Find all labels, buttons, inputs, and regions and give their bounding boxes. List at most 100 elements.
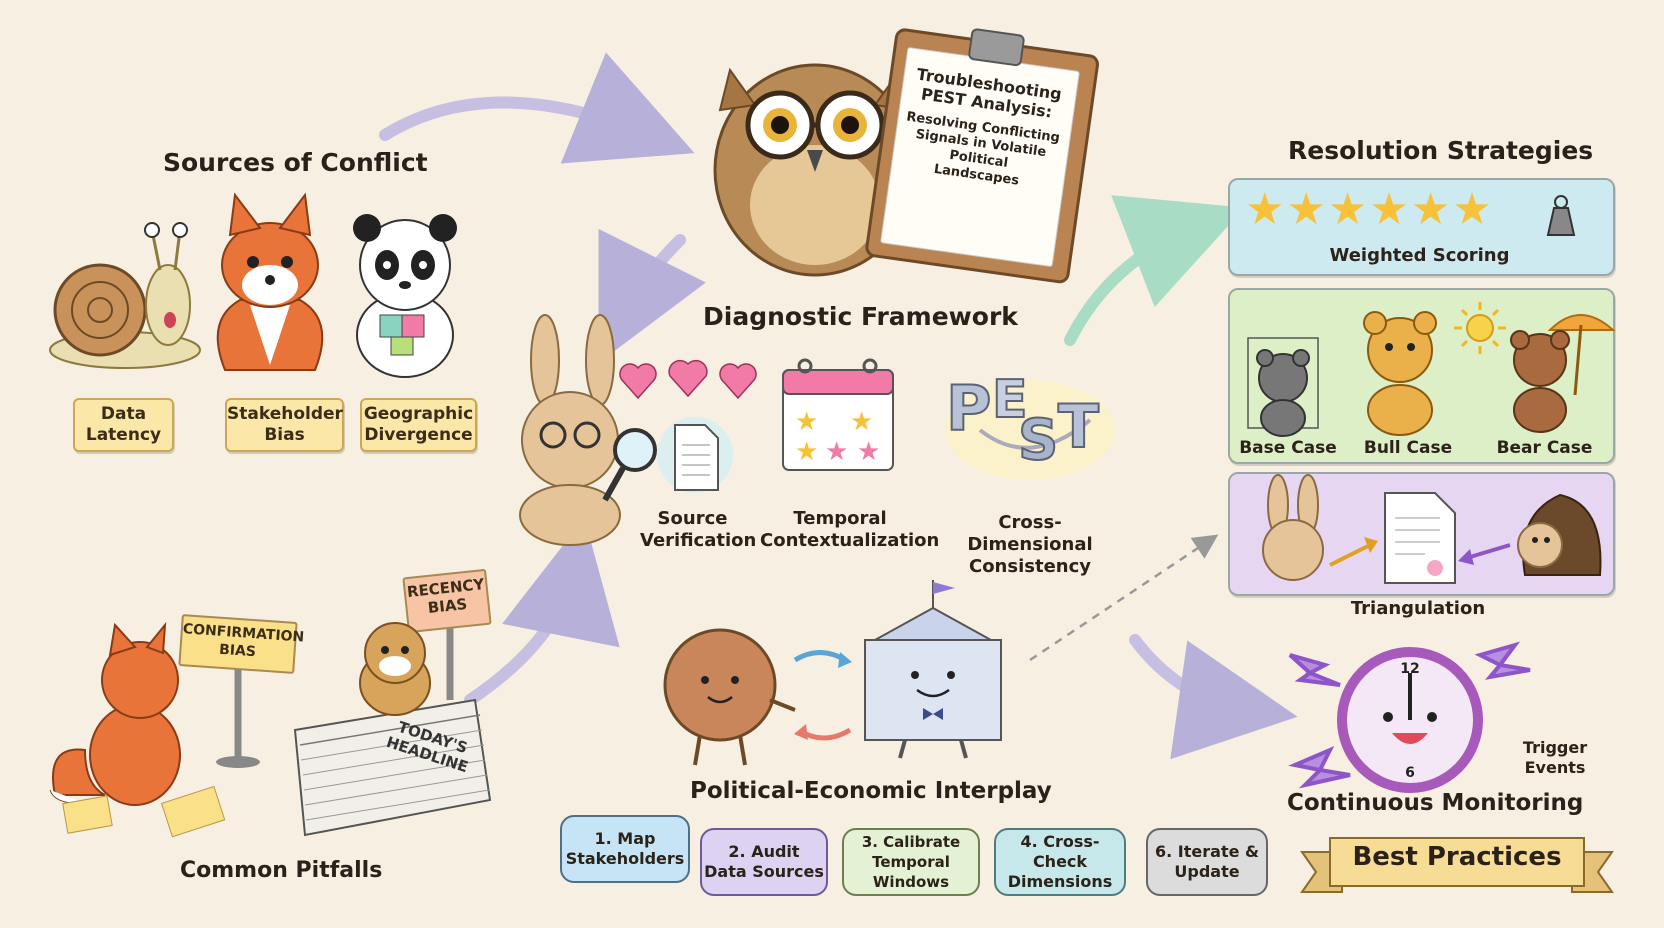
step-2-line1: 2. Audit	[728, 842, 800, 861]
pest-letters-graphic: P E S T	[940, 369, 1120, 480]
resolution-heading: Resolution Strategies	[1288, 136, 1594, 165]
step-iterate-update: 6. Iterate & Update	[1146, 828, 1268, 896]
arrow-owl-to-diagnostic	[598, 228, 706, 363]
step-3-line2: Temporal Windows	[872, 853, 950, 891]
exchange-arrows-icon	[793, 650, 852, 741]
step-3-line1: 3. Calibrate	[861, 833, 961, 851]
document-icon	[657, 417, 733, 493]
arrow-pitfalls-to-diagnostic	[464, 517, 620, 706]
star-icon: ★	[1327, 184, 1370, 235]
label-cross-dimensional-consistency: Cross-Dimensional Consistency	[940, 512, 1120, 578]
snail-illustration	[49, 222, 201, 369]
clock-label-6: 6	[1405, 765, 1415, 781]
temporal-contextualization-line2: Contextualization	[760, 530, 940, 551]
tag-geographic-divergence-line1: Geographic	[363, 404, 474, 424]
arrow-to-resolution	[1064, 195, 1245, 346]
scattered-papers	[62, 785, 226, 838]
tag-geographic-divergence: Geographic Divergence	[360, 398, 477, 452]
step-map-stakeholders: 1. Map Stakeholders	[560, 815, 690, 883]
bull-case-bear-illustration	[1363, 311, 1437, 436]
report-document-icon	[1384, 492, 1456, 584]
clock-label-12: 12	[1400, 661, 1419, 677]
trigger-line1: Trigger	[1522, 738, 1588, 757]
trigger-line2: Events	[1524, 758, 1586, 777]
step-calibrate-temporal-windows: 3. Calibrate Temporal Windows	[842, 828, 980, 896]
step-audit-data-sources: 2. Audit Data Sources	[700, 828, 828, 896]
step-6-line2: Update	[1174, 862, 1240, 881]
label-temporal-contextualization: Temporal Contextualization	[760, 508, 940, 552]
tag-stakeholder-bias-line1: Stakeholder	[227, 404, 343, 424]
bear-case-bear-illustration	[1510, 314, 1616, 433]
step-cross-check-dimensions: 4. Cross-Check Dimensions	[994, 828, 1126, 896]
weighted-scoring-label: Weighted Scoring	[1329, 245, 1510, 266]
arrow-to-owl	[379, 52, 695, 164]
source-verification-line2: Verification	[640, 530, 757, 551]
svg-text:★: ★	[850, 407, 873, 437]
cross-dimensional-line1: Cross-Dimensional	[967, 512, 1093, 555]
svg-text:★: ★	[795, 437, 818, 467]
step-4-line1: 4. Cross-Check	[1020, 832, 1100, 871]
label-source-verification: Source Verification	[640, 508, 757, 552]
calendar-icon: ★ ★ ★ ★ ★	[782, 358, 894, 471]
sitting-fox-illustration	[49, 621, 181, 806]
star-icon: ★	[1286, 184, 1328, 235]
pitfalls-heading: Common Pitfalls	[180, 858, 383, 883]
arrow-to-monitoring	[1129, 634, 1298, 760]
svg-text:★: ★	[795, 407, 818, 437]
pest-letter-t: T	[1057, 391, 1100, 463]
tag-data-latency: Data Latency	[73, 398, 174, 452]
pest-letter-p: P	[945, 371, 992, 446]
star-icon: ★	[1452, 184, 1494, 235]
cross-dimensional-line2: Consistency	[968, 556, 1092, 577]
bear-case-label: Bear Case	[1496, 438, 1593, 458]
alarm-clock-icon: 12 6	[1288, 641, 1531, 793]
star-icon: ★	[1369, 184, 1411, 235]
pest-letter-s: S	[1017, 407, 1059, 474]
weight-icon	[1546, 195, 1576, 236]
clipboard: Troubleshooting PEST Analysis: Resolving…	[864, 17, 1101, 285]
step-1-line1: 1. Map	[594, 829, 656, 848]
best-practices-banner: Best Practices	[1352, 842, 1562, 872]
svg-text:★: ★	[857, 437, 880, 467]
tag-stakeholder-bias-line2: Bias	[264, 425, 305, 445]
base-case-bear-illustration	[1247, 337, 1319, 437]
trigger-events-label: Trigger Events	[1510, 738, 1600, 778]
tag-data-latency-line1: Data	[100, 404, 147, 424]
temporal-contextualization-line1: Temporal	[793, 508, 887, 529]
source-verification-line1: Source	[657, 508, 728, 529]
base-case-label: Base Case	[1239, 438, 1337, 458]
star-icon: ★	[1410, 184, 1453, 235]
step-6-line1: 6. Iterate &	[1155, 842, 1259, 861]
confirmation-bias-sign: CONFIRMATION BIAS	[178, 614, 305, 674]
step-1-line2: Stakeholders	[565, 849, 685, 868]
stars-row: ★★★★★★	[1245, 188, 1494, 232]
pest-letter-e: E	[991, 369, 1029, 431]
coin-character-illustration	[663, 628, 796, 766]
tag-stakeholder-bias: Stakeholder Bias	[225, 398, 344, 452]
triangulation-label: Triangulation	[1350, 598, 1486, 619]
dashed-arrow-to-triangulation	[1029, 534, 1219, 662]
hearts-icon	[619, 359, 757, 400]
interplay-heading: Political-Economic Interplay	[690, 778, 1052, 804]
hedgehog-illustration	[1517, 493, 1602, 576]
triangulation-rabbit-illustration	[1262, 474, 1324, 581]
rabbit-detective-illustration	[519, 314, 657, 546]
best-practices-ribbon	[1300, 837, 1614, 893]
step-2-line2: Data Sources	[704, 862, 824, 881]
government-building-illustration	[864, 580, 1002, 759]
bull-case-label: Bull Case	[1363, 438, 1453, 458]
diagnostic-heading: Diagnostic Framework	[703, 302, 1018, 331]
fox-illustration	[216, 192, 324, 371]
hamster-illustration	[359, 622, 431, 716]
triangulation-arrows	[1329, 537, 1511, 567]
monitoring-heading: Continuous Monitoring	[1287, 790, 1584, 816]
tag-data-latency-line2: Latency	[85, 425, 162, 445]
svg-text:★: ★	[825, 437, 848, 467]
newspaper-stack	[293, 698, 492, 837]
star-icon: ★	[1245, 184, 1287, 235]
sources-heading: Sources of Conflict	[163, 148, 428, 177]
tag-geographic-divergence-line2: Divergence	[364, 425, 473, 445]
panda-illustration	[353, 214, 457, 378]
sun-icon	[1454, 302, 1506, 354]
